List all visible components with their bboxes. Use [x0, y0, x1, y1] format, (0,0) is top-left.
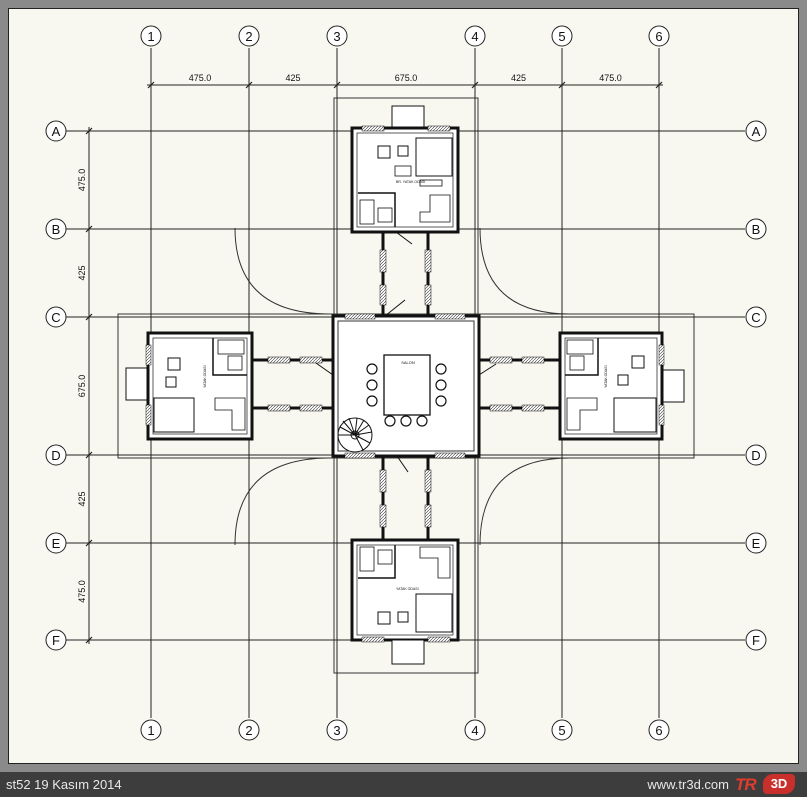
north-room-label: BR. YATAK ODASI [396, 180, 425, 184]
grid-bubble-col-6-bottom [648, 719, 670, 741]
tr3d-logo: TR 3D [735, 774, 801, 795]
logo-tr: TR [735, 775, 757, 794]
grid-label-row-F-right: F [752, 633, 760, 648]
dim-tick-v-2 [85, 313, 93, 321]
grid-bubble-row-C-left [45, 306, 67, 328]
dim-label-h-3: 425 [511, 73, 526, 83]
grid-label-row-B-right: B [752, 222, 761, 237]
grid-bubble-row-B-right [745, 218, 767, 240]
grid-label-row-E-right: E [752, 536, 761, 551]
grid-label-col-1-top: 1 [147, 29, 154, 44]
grid-bubble-row-F-right [745, 629, 767, 651]
grid-label-col-3-top: 3 [333, 29, 340, 44]
grid-label-col-4-top: 4 [471, 29, 478, 44]
grid-label-col-4-bottom: 4 [471, 723, 478, 738]
dim-tick-h-2 [333, 81, 341, 89]
grid-label-row-D-right: D [751, 448, 760, 463]
dim-label-v-3: 425 [77, 491, 87, 506]
grid-label-row-D-left: D [51, 448, 60, 463]
west-bedroom-unit: YATAK ODASI [125, 331, 254, 441]
grid-bubble-col-1-bottom [140, 719, 162, 741]
grid-label-row-A-left: A [52, 124, 61, 139]
dim-tick-h-0 [147, 81, 155, 89]
dim-label-v-2: 675.0 [77, 375, 87, 398]
grid-label-col-3-bottom: 3 [333, 723, 340, 738]
south-bedroom-unit: YATAK ODASI [350, 538, 460, 665]
grid-label-row-C-left: C [51, 310, 60, 325]
central-room-label: SALON [401, 360, 415, 365]
footer-caption: st52 19 Kasım 2014 [6, 777, 122, 792]
grid-bubble-row-D-right [745, 444, 767, 466]
grid-bubble-col-2-bottom [238, 719, 260, 741]
dim-tick-h-1 [245, 81, 253, 89]
grid-label-col-6-bottom: 6 [655, 723, 662, 738]
dim-tick-v-4 [85, 539, 93, 547]
grid-label-row-B-left: B [52, 222, 61, 237]
dim-tick-v-1 [85, 225, 93, 233]
grid-bubble-row-D-left [45, 444, 67, 466]
grid-bubble-col-5-bottom [551, 719, 573, 741]
south-room-label: YATAK ODASI [396, 587, 419, 591]
dim-tick-h-3 [471, 81, 479, 89]
grid-bubble-row-A-right [745, 120, 767, 142]
grid-label-col-5-top: 5 [558, 29, 565, 44]
dim-tick-v-3 [85, 451, 93, 459]
footer-bar: st52 19 Kasım 2014 www.tr3d.com TR 3D [0, 772, 807, 797]
spiral-staircase [337, 417, 373, 453]
dim-label-h-0: 475.0 [189, 73, 212, 83]
grid-bubble-row-A-left [45, 120, 67, 142]
dim-tick-v-0 [85, 127, 93, 135]
dim-label-v-4: 475.0 [77, 580, 87, 603]
grid-bubble-col-4-top [464, 25, 486, 47]
grid-label-col-5-bottom: 5 [558, 723, 565, 738]
grid-bubble-col-6-top [648, 25, 670, 47]
grid-bubble-col-1-top [140, 25, 162, 47]
grid-label-row-A-right: A [752, 124, 761, 139]
dim-label-h-4: 475.0 [599, 73, 622, 83]
east-room-label: YATAK ODASI [604, 365, 608, 388]
grid-label-col-6-top: 6 [655, 29, 662, 44]
grid-bubble-row-C-right [745, 306, 767, 328]
grid-bubble-col-5-top [551, 25, 573, 47]
dim-label-v-1: 425 [77, 265, 87, 280]
dimension-lines: 475.0 425 675.0 425 475.0 475.0 425 675.0 425 475… [77, 73, 663, 644]
grid-bubble-col-3-top [326, 25, 348, 47]
corridors [252, 232, 560, 540]
grid-label-row-E-left: E [52, 536, 61, 551]
grid-label-col-2-bottom: 2 [245, 723, 252, 738]
west-room-label: YATAK ODASI [203, 365, 207, 388]
grid-label-row-F-left: F [52, 633, 60, 648]
grid-bubble-col-3-bottom [326, 719, 348, 741]
grid-bubble-row-F-left [45, 629, 67, 651]
dim-label-h-2: 675.0 [395, 73, 418, 83]
dim-tick-h-5 [655, 81, 663, 89]
grid-label-col-1-bottom: 1 [147, 723, 154, 738]
dim-label-h-1: 425 [285, 73, 300, 83]
dim-tick-v-5 [85, 636, 93, 644]
grid-label-col-2-top: 2 [245, 29, 252, 44]
grid-bubble-row-B-left [45, 218, 67, 240]
dim-tick-h-4 [558, 81, 566, 89]
east-bedroom-unit: YATAK ODASI [558, 331, 685, 441]
grid-bubble-row-E-left [45, 532, 67, 554]
grid-bubble-row-E-right [745, 532, 767, 554]
north-bedroom-unit: BR. YATAK ODASI [350, 105, 460, 245]
dim-label-v-0: 475.0 [77, 169, 87, 192]
grid-bubble-col-2-top [238, 25, 260, 47]
footer-website[interactable]: www.tr3d.com [647, 777, 729, 792]
grid-bubble-col-4-bottom [464, 719, 486, 741]
central-hall: SALON [315, 299, 497, 473]
logo-3d: 3D [763, 774, 795, 794]
grid-label-row-C-right: C [751, 310, 760, 325]
